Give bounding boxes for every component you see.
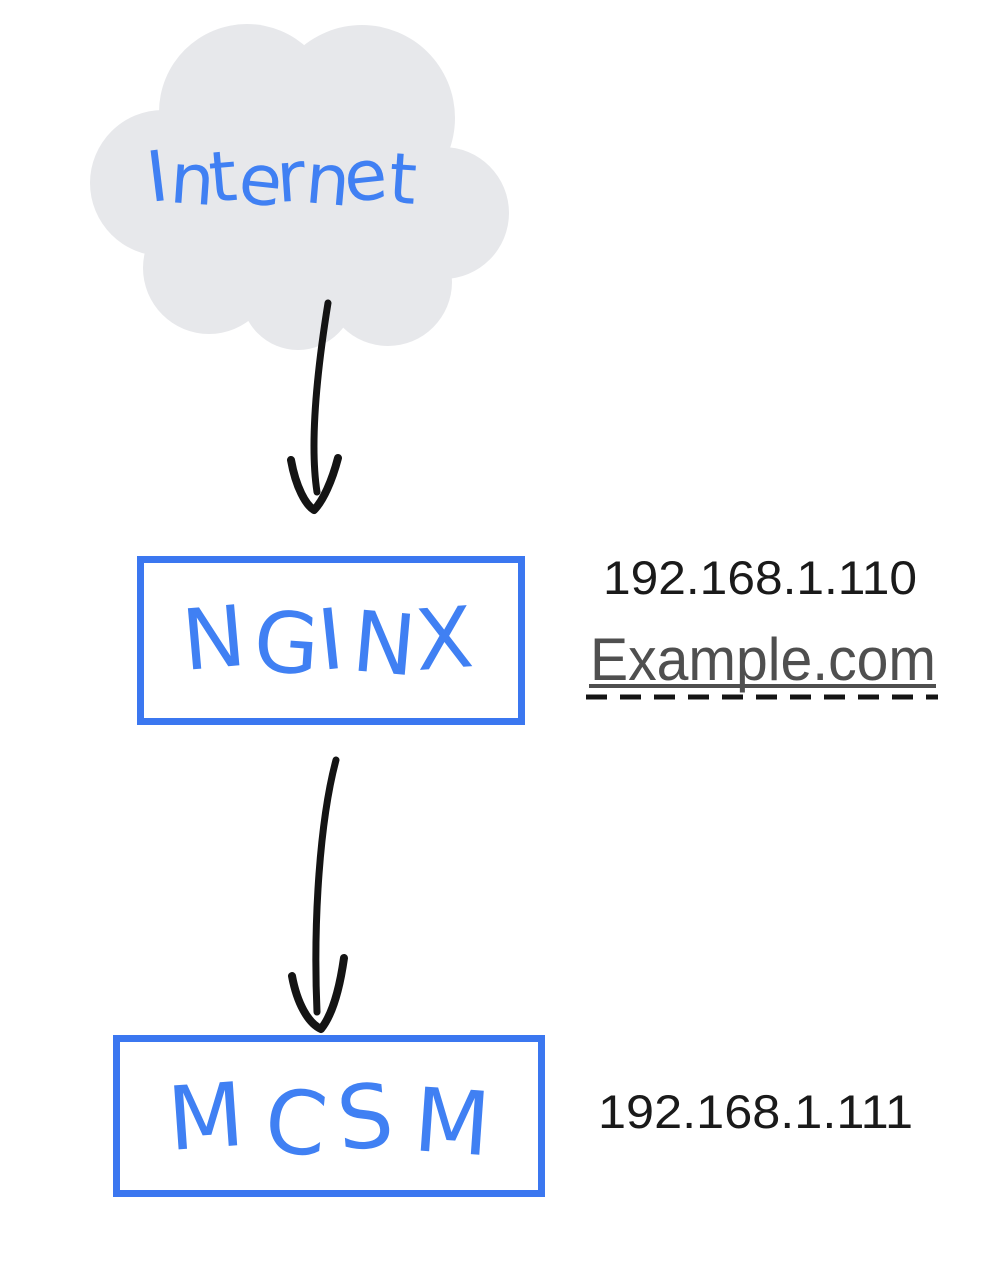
arrow-internet-to-nginx bbox=[287, 299, 342, 514]
nginx-box bbox=[137, 556, 525, 725]
internet-label: Internet bbox=[142, 133, 419, 224]
nginx-domain: Example.com bbox=[590, 626, 936, 693]
mcsm-ip: 192.168.1.111 bbox=[598, 1085, 913, 1138]
mcsm-box bbox=[113, 1035, 545, 1197]
internet-cloud-icon bbox=[90, 24, 509, 350]
nginx-label: NGINX bbox=[178, 587, 476, 696]
nginx-ip: 192.168.1.110 bbox=[603, 551, 917, 604]
arrow-nginx-to-mcsm bbox=[288, 756, 348, 1033]
